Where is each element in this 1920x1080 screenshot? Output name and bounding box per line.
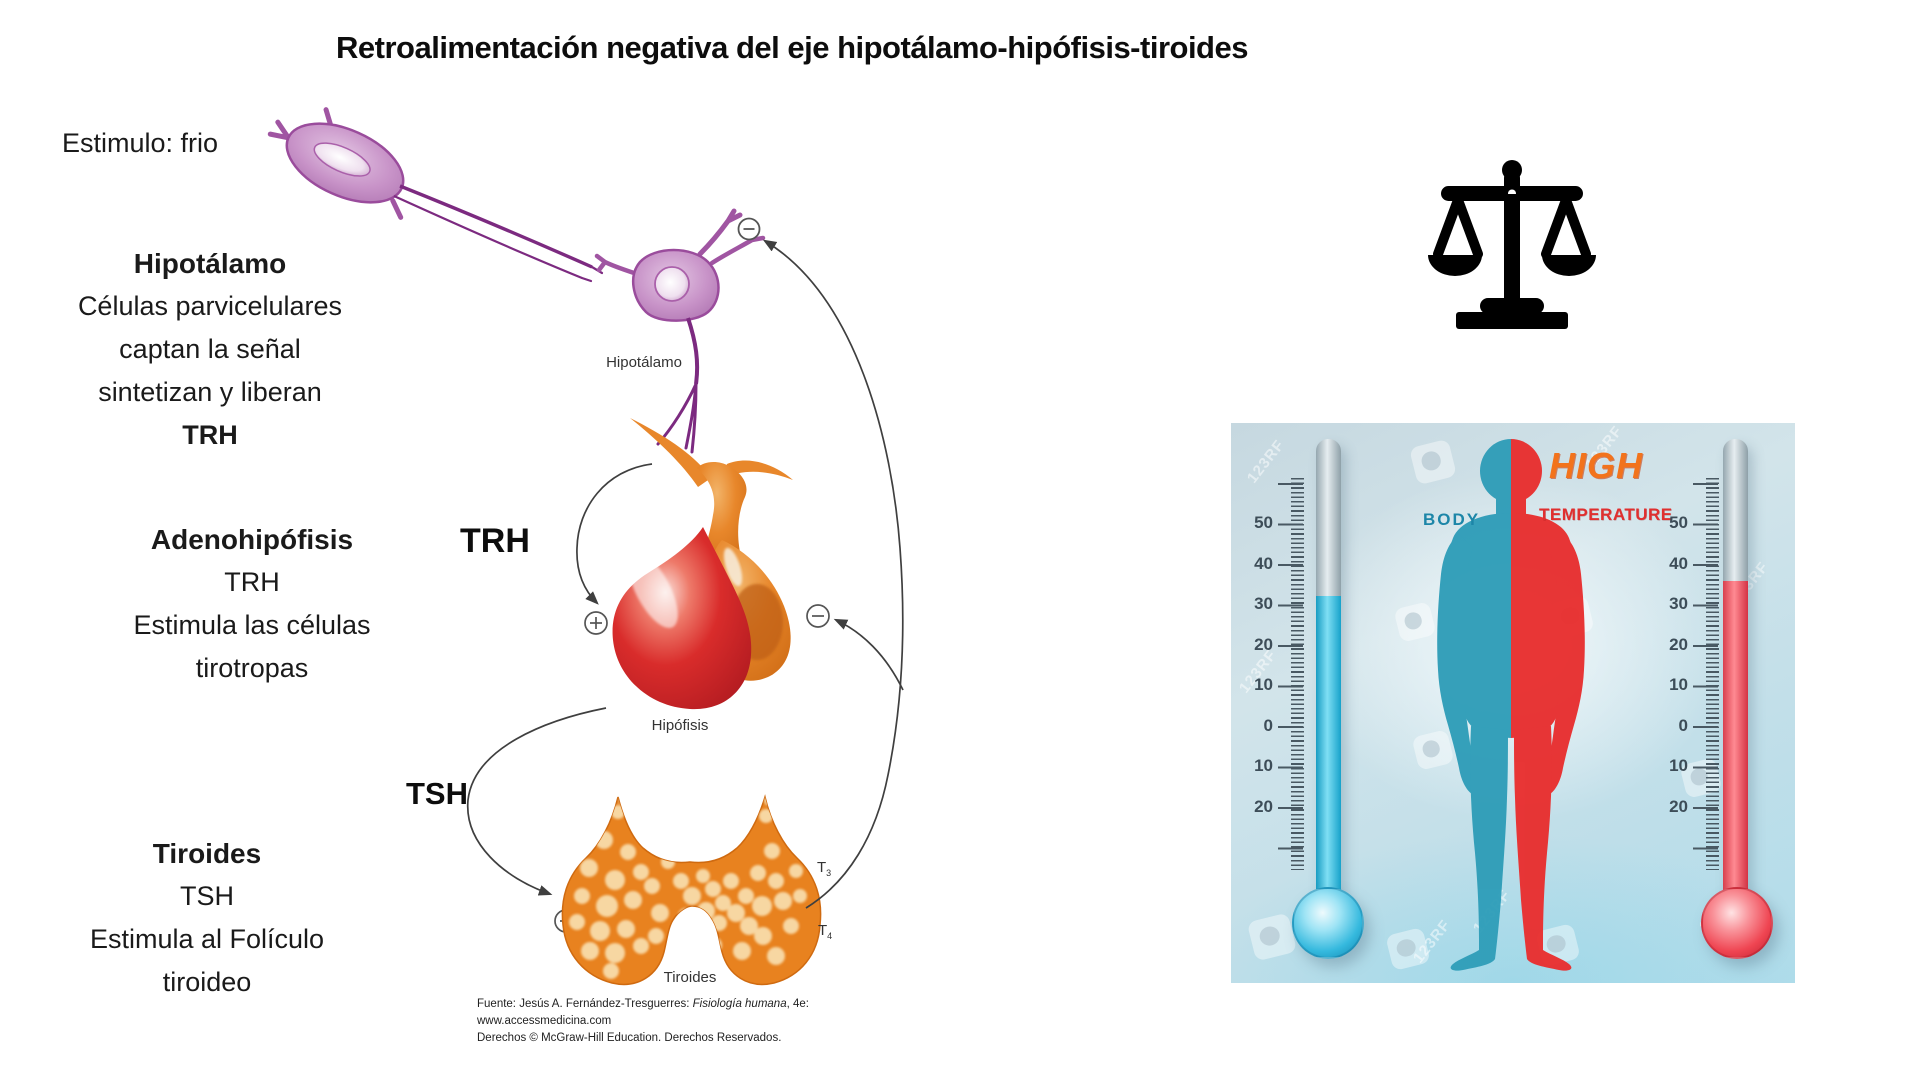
thyroid-text-block: Tiroides TSH Estimula al Folículo tiroid…: [37, 832, 377, 1004]
pituitary-anterior-lobe: [612, 527, 752, 710]
hypothalamus-heading: Hipotálamo: [133, 248, 287, 279]
hypothalamic-neuron: [594, 208, 766, 454]
thyroid-diagram-label: Tiroides: [664, 969, 717, 986]
body-temperature-image: 123RF 123RF 123RF 123RF 123RF 123RF 123R…: [1231, 423, 1795, 983]
thyroid-gland: [561, 794, 822, 986]
cold-thermometer-tube: [1316, 439, 1341, 895]
pituitary-text-block: Adenohipófisis TRH Estimula las células …: [82, 518, 422, 690]
t4-label: T4: [818, 922, 832, 941]
hot-thermometer-bulb: [1701, 887, 1773, 959]
source-credit: Fuente: Jesús A. Fernández-Tresguerres: …: [477, 998, 809, 1044]
pituitary-heading: Adenohipófisis: [150, 524, 354, 555]
hot-thermometer-ticks: [1693, 478, 1719, 870]
pituitary-diagram-label: Hipófisis: [652, 717, 709, 734]
plus-trh-icon: [584, 611, 608, 635]
t3-label: T3: [817, 859, 831, 878]
page-title: Retroalimentación negativa del eje hipot…: [336, 30, 1248, 65]
thyroid-heading: Tiroides: [152, 838, 262, 869]
cold-thermometer-liquid: [1316, 596, 1341, 895]
body-label: BODY: [1423, 510, 1481, 529]
minus-feedback-pituitary-icon: [806, 604, 830, 628]
trh-arrow: [576, 463, 653, 605]
feedback-arrow-to-pituitary: [833, 618, 904, 691]
hypothalamus-text-block: Hipotálamo Células parvicelulares captan…: [40, 242, 380, 457]
feedback-arrow-to-hypothalamus: [762, 239, 904, 909]
hot-thermometer-liquid: [1723, 581, 1748, 895]
thyroid-follicles: [569, 797, 807, 979]
hypothalamus-diagram-label: Hipotálamo: [606, 354, 682, 371]
hot-thermometer-tube: [1723, 439, 1748, 895]
temperature-label: TEMPERATURE: [1539, 505, 1673, 524]
tsh-arrow-label: TSH: [406, 776, 468, 811]
hot-thermometer-scale-numbers: 50 40 30 20 10 0 10 20: [1669, 513, 1688, 816]
trh-arrow-label: TRH: [460, 522, 530, 560]
high-label: HIGH: [1549, 445, 1643, 486]
cold-thermometer-ticks: [1278, 478, 1304, 870]
watermark-camera-icon: [1246, 912, 1298, 962]
balance-scale-icon: [1428, 160, 1596, 329]
stimulus-neuron: [267, 107, 604, 283]
stimulus-label: Estimulo: frio: [62, 128, 219, 158]
tsh-arrow: [466, 707, 607, 896]
cold-thermometer-scale-numbers: 50 40 30 20 10 0 10 20: [1254, 513, 1273, 816]
minus-feedback-hypothalamus-icon: [737, 217, 761, 241]
hypothalamus-hormone: TRH: [182, 420, 238, 450]
cold-thermometer-bulb: [1292, 887, 1364, 959]
hpt-axis-diagram: Hipotálamo Hipófisis: [267, 107, 904, 986]
